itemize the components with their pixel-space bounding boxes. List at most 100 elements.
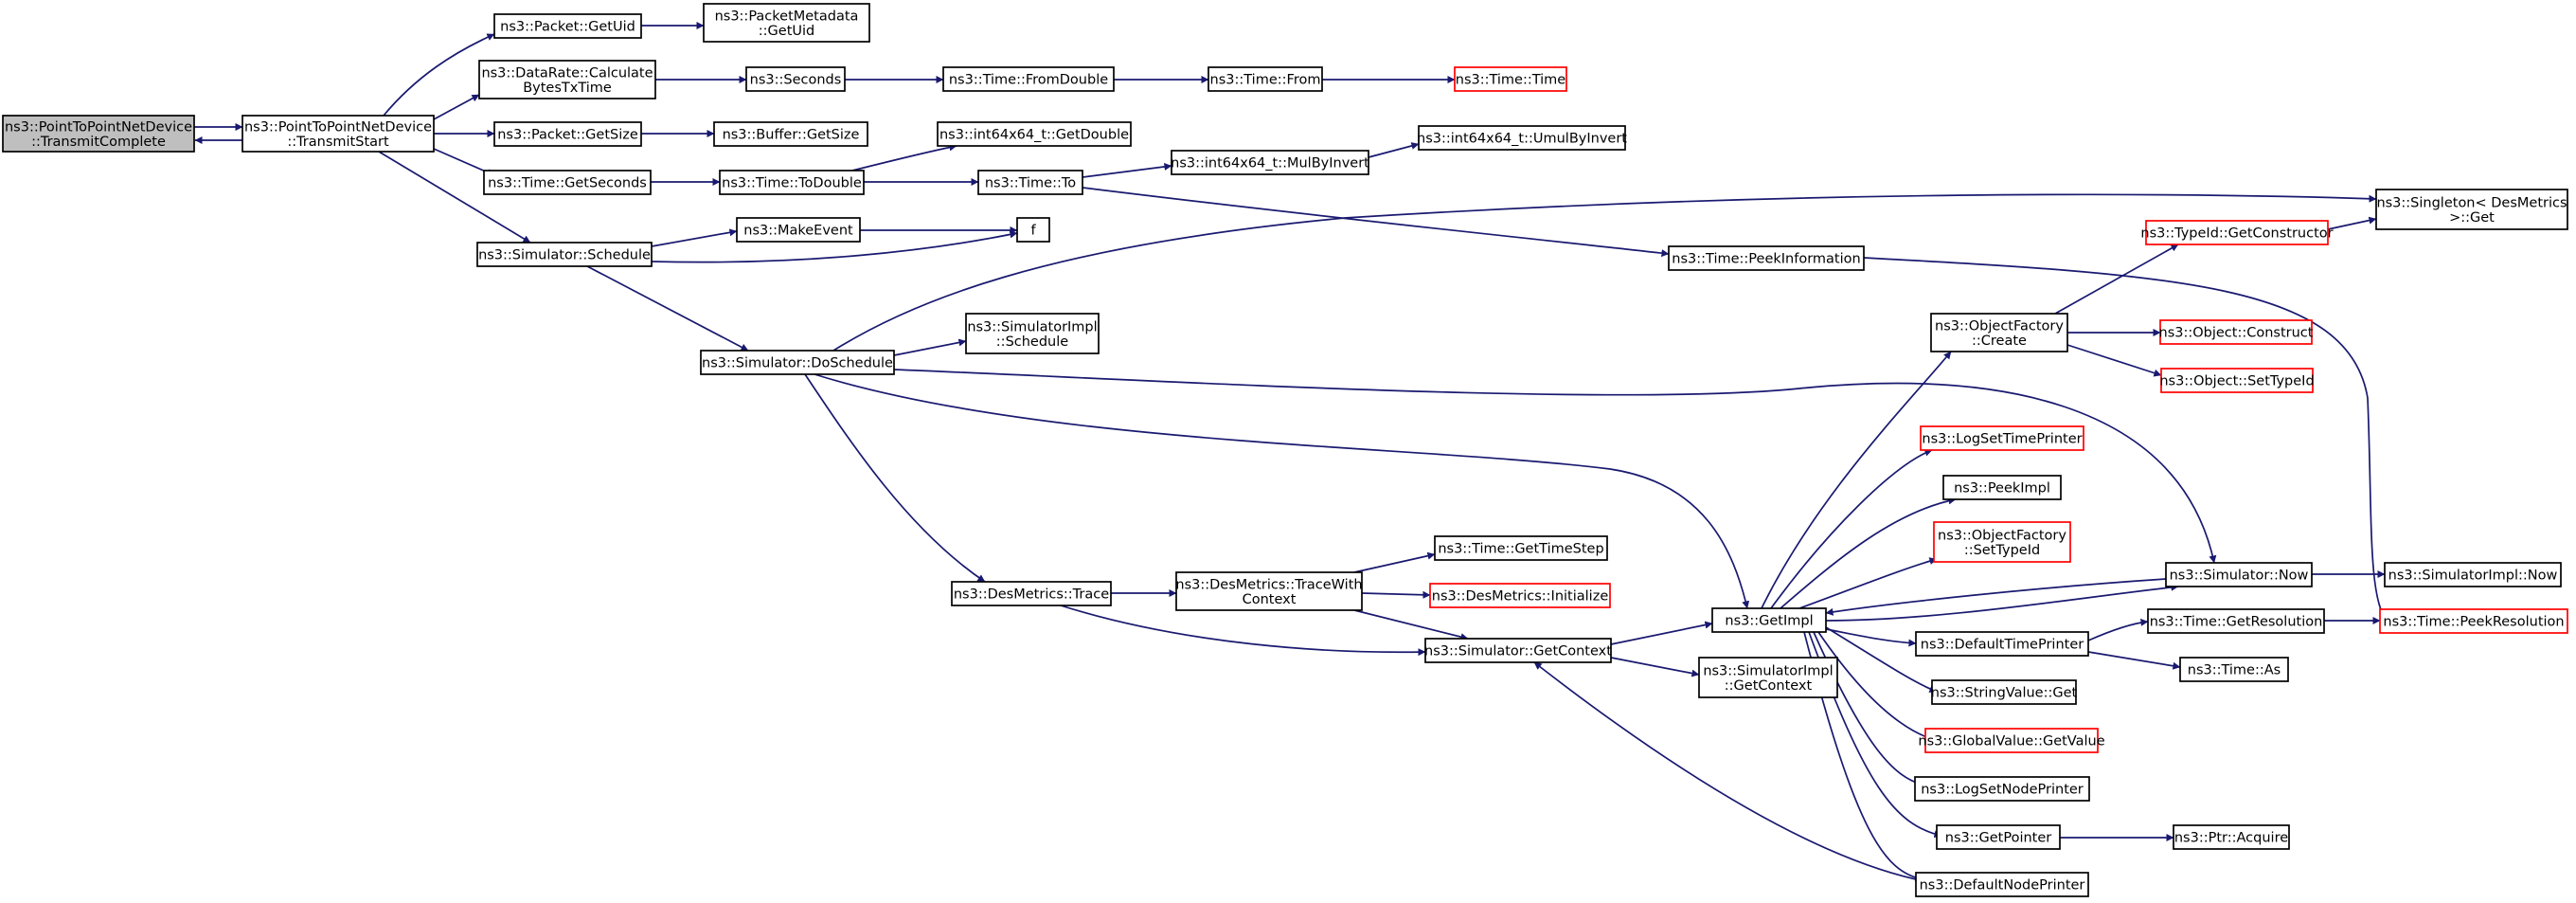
node-label: ns3::SimulatorImpl <box>1703 663 1833 678</box>
node-getImpl[interactable]: ns3::GetImpl <box>1711 607 1827 633</box>
node-label: ns3::PointToPointNetDevice <box>5 119 192 135</box>
node-box <box>1931 679 2077 705</box>
node-label: ::GetContext <box>1725 678 1813 694</box>
edge-getImpl-to-stringValueGet <box>1825 626 1938 693</box>
edge-simGetContext-to-simImplGetContext <box>1610 657 1700 677</box>
node-typeIdGetConstructor[interactable]: ns3::TypeId::GetConstructor <box>2140 220 2334 245</box>
node-mulByInvert[interactable]: ns3::int64x64_t::MulByInvert <box>1171 150 1369 175</box>
node-makeEvent[interactable]: ns3::MakeEvent <box>736 217 861 243</box>
node-packetGetUid[interactable]: ns3::Packet::GetUid <box>493 13 642 39</box>
node-label: ns3::ObjectFactory <box>1935 318 2064 334</box>
edge-objectFactoryCreate-to-objectSetTypeId <box>2066 344 2162 377</box>
node-simSchedule[interactable]: ns3::Simulator::Schedule <box>476 242 653 267</box>
node-peekResolution[interactable]: ns3::Time::PeekResolution <box>2379 608 2568 634</box>
node-objectConstruct[interactable]: ns3::Object::Construct <box>2159 319 2314 345</box>
node-timeGetSeconds[interactable]: ns3::Time::GetSeconds <box>483 170 652 195</box>
node-umulByInvert[interactable]: ns3::int64x64_t::UmulByInvert <box>1417 125 1627 151</box>
edge-getImpl-to-defaultTimePrinter <box>1825 628 1917 647</box>
node-label: ns3::Time::From <box>1210 73 1321 88</box>
node-box <box>2379 608 2568 634</box>
edge-doSchedule-to-simNow <box>893 369 2217 564</box>
node-simGetContext[interactable]: ns3::Simulator::GetContext <box>1424 638 1612 663</box>
node-timeFromDouble[interactable]: ns3::Time::FromDouble <box>942 66 1115 92</box>
node-label: ns3::PacketMetadata <box>715 9 859 24</box>
edges-layer <box>194 22 2388 882</box>
node-logSetNodePrinter[interactable]: ns3::LogSetNodePrinter <box>1914 776 2090 802</box>
node-f[interactable]: f <box>1016 217 1050 243</box>
edge-defaultTimePrinter-to-timeAs <box>2087 651 2181 670</box>
node-packetGetSize[interactable]: ns3::Packet::GetSize <box>493 121 642 147</box>
node-timeTo[interactable]: ns3::Time::To <box>977 170 1083 195</box>
node-bufferGetSize[interactable]: ns3::Buffer::GetSize <box>713 121 868 147</box>
node-int64GetDouble[interactable]: ns3::int64x64_t::GetDouble <box>937 121 1132 147</box>
node-box <box>2160 368 2314 393</box>
node-label: ns3::Time::ToDouble <box>722 176 862 191</box>
node-simImplGetContext[interactable]: ns3::SimulatorImpl::GetContext <box>1698 657 1838 698</box>
node-box <box>719 170 865 195</box>
node-defaultTimePrinter[interactable]: ns3::DefaultTimePrinter <box>1915 631 2089 657</box>
edge-objectFactoryCreate-to-typeIdGetConstructor <box>2054 244 2179 315</box>
node-simImplSchedule[interactable]: ns3::SimulatorImpl::Schedule <box>965 313 1100 354</box>
edge-timeTo-to-mulByInvert <box>1082 162 1172 178</box>
node-stringValueGet[interactable]: ns3::StringValue::Get <box>1931 679 2078 705</box>
node-peekImpl[interactable]: ns3::PeekImpl <box>1942 475 2062 500</box>
node-objectFactorySetTypeId[interactable]: ns3::ObjectFactory::SetTypeId <box>1933 521 2071 563</box>
node-box <box>1914 776 2090 802</box>
node-box <box>1930 313 2068 352</box>
node-transmitStart[interactable]: ns3::PointToPointNetDevice::TransmitStar… <box>242 115 435 153</box>
edge-desMetricsTrace-to-simGetContext <box>1060 605 1426 657</box>
node-doSchedule[interactable]: ns3::Simulator::DoSchedule <box>700 350 895 375</box>
node-desMetricsInitialize[interactable]: ns3::DesMetrics::Initialize <box>1429 583 1611 608</box>
node-box <box>1711 607 1827 633</box>
node-label: ::SetTypeId <box>1964 543 2040 558</box>
node-label: ns3::TypeId::GetConstructor <box>2140 226 2333 242</box>
node-box <box>1418 125 1626 151</box>
node-peekInformation[interactable]: ns3::Time::PeekInformation <box>1668 245 1865 271</box>
node-label: ns3::Time::GetTimeStep <box>1438 542 1603 557</box>
node-getTimeStep[interactable]: ns3::Time::GetTimeStep <box>1434 535 1608 561</box>
node-timeToDouble[interactable]: ns3::Time::ToDouble <box>719 170 865 195</box>
edge-getImpl-to-peekImpl <box>1780 497 1957 609</box>
node-box <box>965 313 1100 354</box>
node-objectSetTypeId[interactable]: ns3::Object::SetTypeId <box>2159 368 2315 393</box>
node-logSetTimePrinter[interactable]: ns3::LogSetTimePrinter <box>1920 425 2084 451</box>
node-getResolution[interactable]: ns3::Time::GetResolution <box>2147 608 2325 634</box>
node-label: ns3::GetImpl <box>1725 614 1813 629</box>
node-box <box>2147 608 2325 634</box>
node-box <box>736 217 861 243</box>
node-box <box>713 121 868 147</box>
node-simImplNow[interactable]: ns3::SimulatorImpl::Now <box>2384 562 2562 587</box>
node-box <box>2 115 195 153</box>
edge-doSchedule-to-singletonGet <box>832 193 2377 352</box>
node-label: ns3::StringValue::Get <box>1931 686 2078 701</box>
node-desMetricsTrace[interactable]: ns3::DesMetrics::Trace <box>951 581 1112 606</box>
node-singletonGet[interactable]: ns3::Singleton< DesMetrics>::Get <box>2375 189 2568 230</box>
node-defaultNodePrinter[interactable]: ns3::DefaultNodePrinter <box>1915 872 2089 897</box>
node-label: ns3::int64x64_t::UmulByInvert <box>1417 132 1627 147</box>
node-label: ns3::MakeEvent <box>743 224 853 239</box>
node-timeAs[interactable]: ns3::Time::As <box>2179 657 2289 682</box>
node-box <box>703 3 870 43</box>
node-label: ns3::Object::SetTypeId <box>2159 374 2314 389</box>
node-label: ::Schedule <box>996 334 1068 350</box>
node-label: f <box>1030 224 1036 239</box>
node-ptrAcquire[interactable]: ns3::Ptr::Acquire <box>2173 824 2290 850</box>
node-packetMetadataGetUid[interactable]: ns3::PacketMetadata::GetUid <box>703 3 870 43</box>
node-timeFrom[interactable]: ns3::Time::From <box>1208 66 1323 92</box>
node-box <box>1668 245 1865 271</box>
node-box <box>1924 728 2099 753</box>
node-simNow[interactable]: ns3::Simulator::Now <box>2165 562 2313 587</box>
node-root: ns3::PointToPointNetDevice::TransmitComp… <box>2 115 195 153</box>
node-objectFactoryCreate[interactable]: ns3::ObjectFactory::Create <box>1930 313 2068 352</box>
node-getPointer[interactable]: ns3::GetPointer <box>1936 824 2061 850</box>
node-box <box>977 170 1083 195</box>
node-box <box>483 170 652 195</box>
node-timeTime[interactable]: ns3::Time::Time <box>1454 66 1567 92</box>
node-label: ::GetUid <box>759 24 814 39</box>
node-box <box>476 242 653 267</box>
node-seconds[interactable]: ns3::Seconds <box>745 66 846 92</box>
node-label: ns3::Time::Time <box>1456 73 1566 88</box>
node-globalValueGetValue[interactable]: ns3::GlobalValue::GetValue <box>1918 728 2105 753</box>
